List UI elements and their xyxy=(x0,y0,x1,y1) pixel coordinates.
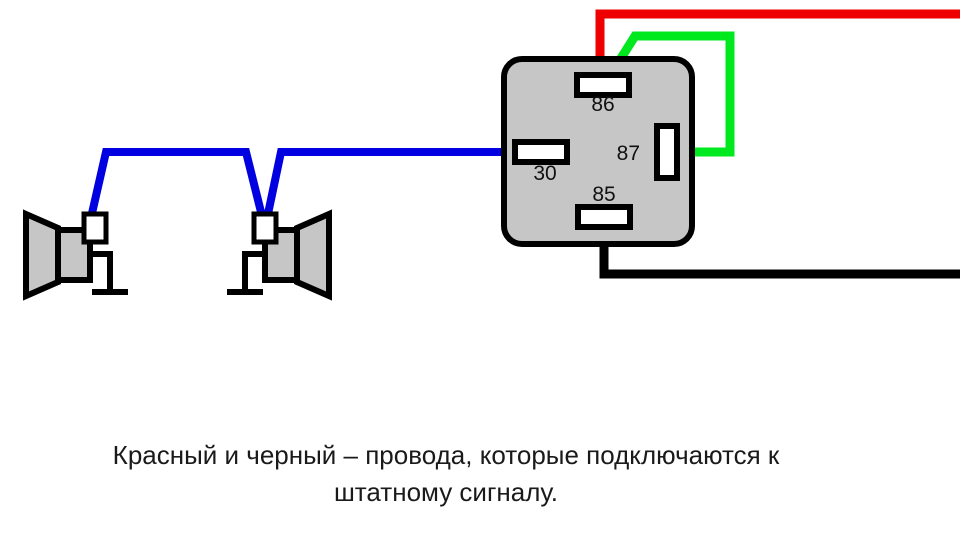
horn-left-terminal xyxy=(81,211,109,245)
relay-terminal-30-label: 30 xyxy=(533,162,556,185)
horn-left-cone xyxy=(23,209,61,301)
green-wire-path xyxy=(602,31,735,157)
caption-line-2: штатному сигналу. xyxy=(334,477,558,507)
caption: Красный и черный – провода, которые подк… xyxy=(113,440,780,507)
horn-right-ground-lead xyxy=(242,251,265,292)
horn-right-terminal xyxy=(251,211,279,245)
relay-body[interactable]: 86 30 87 85 xyxy=(501,56,695,247)
relay-terminal-30[interactable] xyxy=(512,139,570,165)
horn-left-ground-lead xyxy=(90,251,113,292)
blue-wire-path xyxy=(86,148,516,229)
horn-right xyxy=(227,209,332,301)
relay-terminal-87[interactable] xyxy=(654,123,680,181)
horn-left xyxy=(23,209,128,301)
green-wire xyxy=(602,31,735,157)
horn-right-cone xyxy=(294,209,332,301)
horn-right-body xyxy=(262,227,300,283)
blue-wire xyxy=(86,148,516,229)
relay-case xyxy=(501,56,695,247)
caption-line-1: Красный и черный – провода, которые подк… xyxy=(113,440,780,470)
relay-terminal-85[interactable] xyxy=(575,204,633,230)
relay-terminal-87-label: 87 xyxy=(617,142,640,165)
relay-terminal-86[interactable] xyxy=(574,72,632,98)
relay-terminal-86-label: 86 xyxy=(591,93,614,116)
relay-terminal-85-label: 85 xyxy=(592,183,615,206)
horn-left-body xyxy=(55,227,93,283)
